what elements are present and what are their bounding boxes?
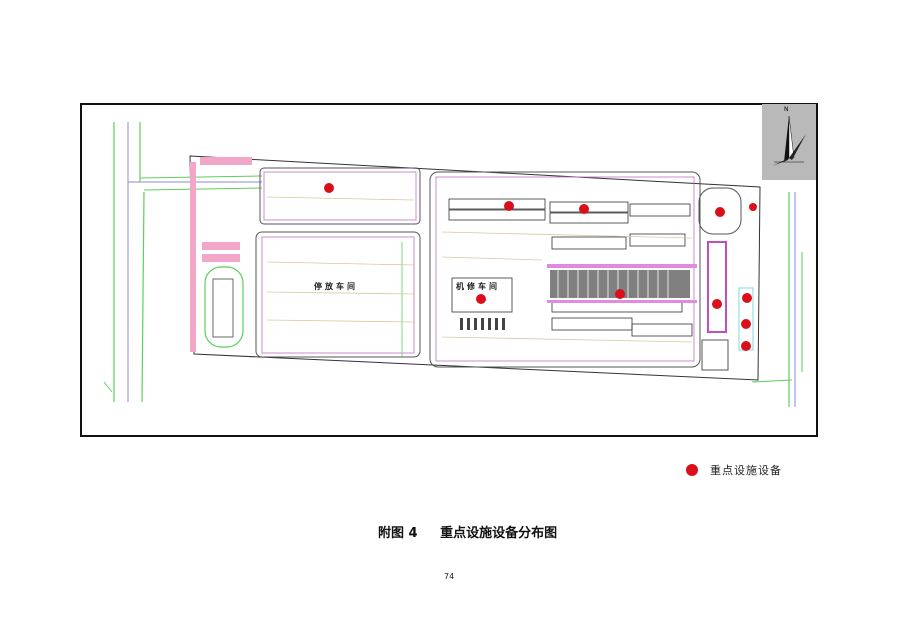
right-small-building [701, 339, 729, 371]
pink-bay [707, 241, 727, 333]
facility-marker [615, 289, 625, 299]
facility-marker [715, 207, 725, 217]
facility-marker [324, 183, 334, 193]
pink-parking-top [200, 157, 252, 165]
compass-label: N [784, 106, 789, 113]
red-dot-icon [686, 464, 698, 476]
building-main [429, 171, 701, 368]
facility-marker [741, 319, 751, 329]
facility-marker [741, 341, 751, 351]
facility-marker [579, 204, 589, 214]
figure-title: 重点设施设备分布图 [440, 526, 558, 541]
facility-marker [749, 203, 757, 211]
pink-parking-2 [202, 254, 240, 262]
building-north-left [259, 167, 421, 225]
map-label-parking-workshop: 停放车间 [314, 281, 358, 291]
pink-parking-1 [202, 242, 240, 250]
page-number: 74 [444, 572, 455, 581]
site-plan-drawing: 停放车间 [103, 122, 803, 407]
facility-marker [504, 201, 514, 211]
right-oval-area [698, 187, 742, 235]
road-right [751, 192, 803, 407]
gate-building [212, 278, 234, 338]
building-parking [255, 231, 421, 358]
north-arrow-icon: N [762, 104, 816, 180]
map-legend: 重点设施设备 [686, 462, 782, 478]
figure-number: 附图 4 [378, 526, 418, 541]
facility-marker [476, 294, 486, 304]
legend-label: 重点设施设备 [710, 464, 782, 477]
pink-strip [190, 162, 196, 352]
site-plan-figure: 停放车间 [80, 103, 818, 437]
map-label-repair-workshop: 机修车间 [456, 281, 500, 291]
compass-rose-icon [772, 115, 806, 166]
green-area [204, 266, 244, 348]
figure-caption: 附图 4 重点设施设备分布图 [378, 522, 557, 541]
facility-marker [712, 299, 722, 309]
key-facility-markers [324, 183, 757, 351]
facility-marker [742, 293, 752, 303]
